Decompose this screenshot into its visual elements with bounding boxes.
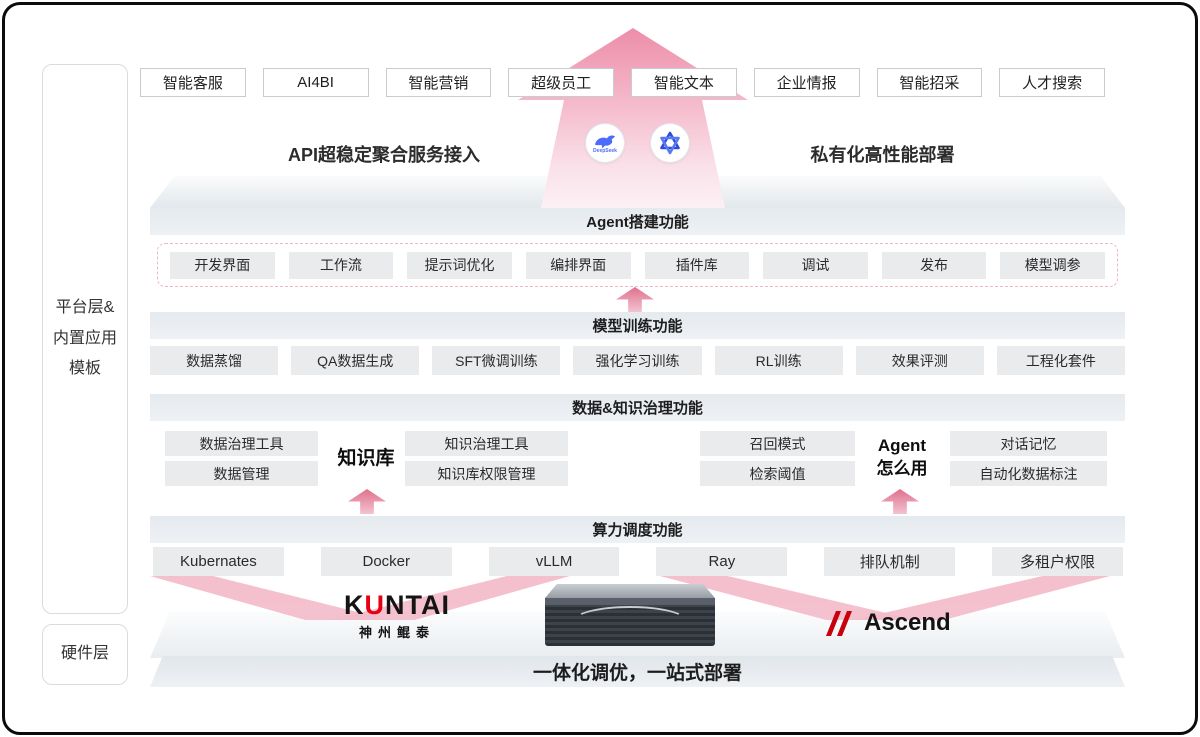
gov-item: 知识治理工具 — [405, 431, 568, 456]
agent-item: 开发界面 — [170, 251, 275, 279]
server-top-face — [545, 584, 715, 598]
kuntai-letter: K — [344, 590, 365, 620]
api-access-label: API超稳定聚合服务接入 — [287, 145, 480, 165]
compute-item: Ray — [656, 547, 788, 576]
agent-item: 模型调参 — [1000, 251, 1105, 279]
up-arrow-icon — [881, 489, 919, 514]
knot-icon — [660, 131, 680, 155]
gov-item: 数据治理工具 — [165, 431, 318, 456]
gov-item: 自动化数据标注 — [950, 461, 1107, 486]
app-box: 智能文本 — [631, 68, 737, 97]
agent-item: 编排界面 — [525, 251, 631, 279]
gov-item: 检索阈值 — [700, 461, 855, 486]
gov-item: 召回模式 — [700, 431, 855, 456]
gov-item: 数据管理 — [165, 461, 318, 486]
whale-icon — [595, 135, 615, 148]
app-box: AI4BI — [262, 68, 369, 97]
app-box: 智能招采 — [876, 68, 983, 97]
kuntai-letter-red: U — [364, 590, 385, 620]
layer-label-hardware: 硬件层 — [42, 624, 128, 685]
gov-item: 知识库权限管理 — [405, 461, 568, 486]
model-knot-logo-icon — [651, 124, 689, 162]
training-item: 强化学习训练 — [573, 346, 702, 375]
section-bar-governance: 数据&知识治理功能 — [150, 394, 1125, 421]
agent-usage-label: Agent 怎么用 — [876, 436, 928, 478]
server-image — [545, 584, 715, 654]
training-item: 效果评测 — [855, 346, 984, 375]
section-bar-compute: 算力调度功能 — [150, 516, 1125, 543]
section-bar-training: 模型训练功能 — [150, 312, 1125, 339]
app-box: 企业情报 — [753, 68, 860, 97]
agent-item: 插件库 — [644, 251, 750, 279]
fan-beams-left — [150, 576, 570, 620]
up-arrow-icon — [348, 489, 386, 514]
app-box: 智能客服 — [140, 68, 246, 97]
compute-item: Kubernates — [153, 547, 284, 576]
deepseek-logo-icon: DeepSeek — [586, 124, 624, 162]
knowledge-base-label: 知识库 — [337, 447, 395, 469]
training-item: 工程化套件 — [996, 346, 1125, 375]
app-box: 智能营销 — [385, 68, 492, 97]
ascend-ribbon-icon — [826, 611, 852, 636]
up-arrow-icon — [616, 287, 654, 312]
agent-item: 提示词优化 — [407, 251, 512, 279]
big-up-arrow-icon — [518, 28, 748, 208]
gov-item: 对话记忆 — [950, 431, 1107, 456]
compute-item: vLLM — [488, 547, 620, 576]
compute-items-row: Kubernates Docker vLLM Ray 排队机制 多租户权限 — [153, 547, 1123, 576]
training-item: RL训练 — [714, 346, 843, 375]
agent-items-row: 开发界面 工作流 提示词优化 编排界面 插件库 调试 发布 模型调参 — [157, 243, 1118, 287]
deepseek-wordmark: DeepSeek — [593, 147, 617, 154]
compute-item: Docker — [320, 547, 452, 576]
agent-item: 调试 — [763, 251, 868, 279]
layer-label-platform: 平台层& 内置应用 模板 — [42, 64, 128, 614]
private-deploy-label: 私有化高性能部署 — [810, 145, 955, 165]
compute-item: 多租户权限 — [992, 547, 1123, 576]
training-item: 数据蒸馏 — [150, 346, 279, 375]
kuntai-wordmark: KUNTAI — [328, 592, 466, 619]
compute-item: 排队机制 — [824, 547, 956, 576]
agent-item: 发布 — [881, 251, 987, 279]
bottom-banner: 一体化调优，一站式部署 — [150, 656, 1125, 687]
training-items-row: 数据蒸馏 QA数据生成 SFT微调训练 强化学习训练 RL训练 效果评测 工程化… — [150, 346, 1125, 375]
server-panel — [545, 598, 715, 605]
app-box: 人才搜索 — [999, 68, 1105, 97]
agent-item: 工作流 — [288, 251, 394, 279]
server-cable — [573, 606, 687, 636]
ascend-logo: Ascend — [824, 604, 984, 642]
top-apps-row: 智能客服 AI4BI 智能营销 超级员工 智能文本 企业情报 智能招采 人才搜索 — [140, 68, 1105, 97]
ascend-wordmark: Ascend — [864, 609, 951, 636]
kuntai-logo: KUNTAI 神州鲲泰 — [328, 592, 466, 641]
app-box: 超级员工 — [508, 68, 614, 97]
server-front-face — [545, 598, 715, 646]
training-item: SFT微调训练 — [432, 346, 561, 375]
kuntai-letters: NTAI — [385, 590, 450, 620]
training-item: QA数据生成 — [291, 346, 420, 375]
kuntai-chinese-name: 神州鲲泰 — [358, 625, 435, 640]
section-bar-agent: Agent搭建功能 — [150, 208, 1125, 235]
